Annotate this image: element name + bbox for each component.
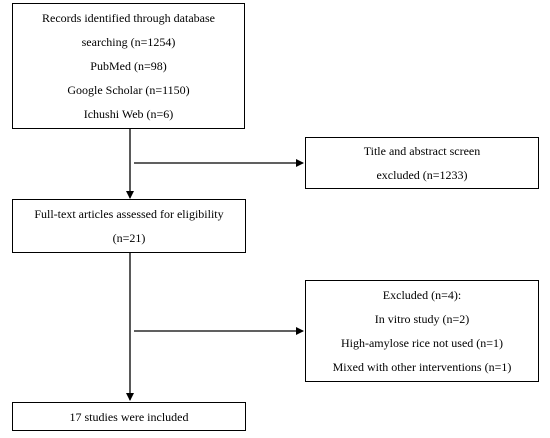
screen-excluded-box: Title and abstract screen excluded (n=12…: [305, 137, 539, 189]
identification-line-5: Ichushi Web (n=6): [83, 107, 174, 121]
included-box: 17 studies were included: [12, 402, 246, 431]
excluded-line-3: High-amylose rice not used (n=1): [340, 336, 504, 350]
identification-box: Records identified through database sear…: [12, 3, 245, 129]
excluded-line-1: Excluded (n=4):: [382, 288, 462, 302]
identification-line-1: Records identified through database: [42, 11, 215, 25]
excluded-box: Excluded (n=4): In vitro study (n=2) Hig…: [305, 280, 539, 382]
included-line-1: 17 studies were included: [69, 409, 189, 424]
identification-line-3: PubMed (n=98): [90, 59, 167, 73]
excluded-line-4: Mixed with other interventions (n=1): [332, 360, 512, 374]
full-text-box: Full-text articles assessed for eligibil…: [12, 199, 246, 253]
screen-excluded-line-2: excluded (n=1233): [376, 168, 468, 182]
identification-line-4: Google Scholar (n=1150): [67, 83, 190, 97]
full-text-line-1: Full-text articles assessed for eligibil…: [34, 207, 224, 221]
full-text-line-2: (n=21): [112, 231, 146, 245]
excluded-line-2: In vitro study (n=2): [374, 312, 470, 326]
identification-line-2: searching (n=1254): [81, 35, 176, 49]
screen-excluded-line-1: Title and abstract screen: [363, 144, 481, 158]
